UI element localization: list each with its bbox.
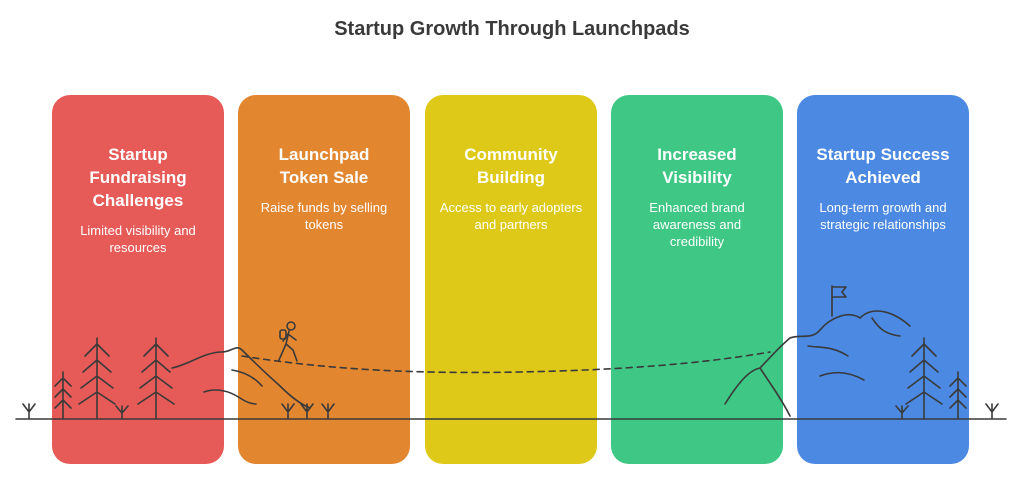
- stage-description: Raise funds by selling tokens: [260, 200, 388, 232]
- stage-title: Launchpad Token Sale: [278, 145, 370, 187]
- stage-title: Community Building: [464, 145, 558, 187]
- stage-card-launchpad-token-sale: Launchpad Token Sale Raise funds by sell…: [238, 95, 410, 464]
- grass-icon: [985, 403, 999, 419]
- stage-card-community-building: Community Building Access to early adopt…: [425, 95, 597, 464]
- stage-description: Long-term growth and strategic relations…: [819, 200, 947, 232]
- stage-card-increased-visibility: Increased Visibility Enhanced brand awar…: [611, 95, 783, 464]
- grass-icon: [22, 403, 36, 419]
- diagram-title: Startup Growth Through Launchpads: [334, 18, 690, 40]
- stage-description: Enhanced brand awareness and credibility: [649, 200, 745, 249]
- stage-title: Increased Visibility: [657, 145, 737, 187]
- stage-title: Startup Fundraising Challenges: [89, 145, 187, 210]
- stage-description: Access to early adopters and partners: [439, 200, 583, 232]
- stage-title: Startup Success Achieved: [816, 145, 950, 187]
- stage-description: Limited visibility and resources: [80, 223, 196, 255]
- stage-card-startup-success-achieved: Startup Success Achieved Long-term growt…: [797, 95, 969, 464]
- stage-card-startup-fundraising-challenges: Startup Fundraising Challenges Limited v…: [52, 95, 224, 464]
